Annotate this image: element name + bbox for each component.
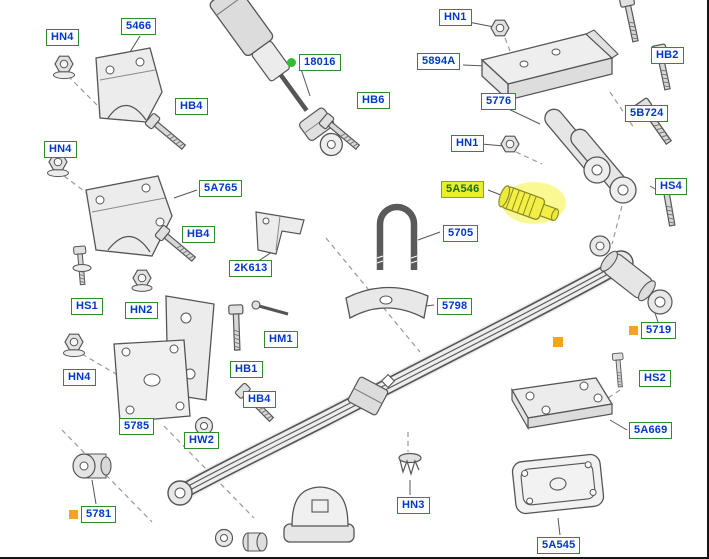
part-label-hn4[interactable]: HN4 [46, 29, 79, 46]
part-label-5776[interactable]: 5776 [481, 93, 517, 110]
part-number-text: 5719 [641, 322, 677, 339]
bump-stop-art [283, 486, 355, 543]
part-label-hb4[interactable]: HB4 [182, 226, 215, 243]
plate-5A545-art [511, 453, 605, 515]
part-number-text: HN4 [63, 369, 96, 386]
orange-square-icon [629, 326, 638, 335]
part-label-hb4[interactable]: HB4 [243, 391, 276, 408]
part-label-5a669[interactable]: 5A669 [629, 422, 673, 439]
part-label-5a765[interactable]: 5A765 [199, 180, 243, 197]
part-number-text: 5785 [119, 418, 155, 435]
part-number-text: HM1 [264, 331, 298, 348]
shackle-5776-art [544, 108, 637, 204]
part-number-text: HN2 [125, 302, 158, 319]
part-number-text: HB4 [175, 98, 208, 115]
part-number-text: HB6 [357, 92, 390, 109]
part-number-text: HB4 [243, 391, 276, 408]
part-label-5a545[interactable]: 5A545 [537, 537, 581, 554]
crossmember-5894A-art [480, 29, 619, 102]
part-label-5781[interactable]: 5781 [69, 506, 117, 523]
part-number-text: 5A765 [199, 180, 243, 197]
orange-square-icon [69, 510, 78, 519]
part-label-5798[interactable]: 5798 [437, 298, 473, 315]
part-label-hn4[interactable]: HN4 [44, 141, 77, 158]
part-label-hw2[interactable]: HW2 [184, 432, 220, 449]
shock-absorber-art [209, 0, 343, 157]
spring-plate-5798-art [345, 286, 429, 320]
part-number-text: HN1 [451, 135, 484, 152]
part-label-hb1[interactable]: HB1 [230, 361, 263, 378]
part-label-5894a[interactable]: 5894A [417, 53, 461, 70]
part-label-hn4[interactable]: HN4 [63, 369, 96, 386]
part-number-text: HB4 [182, 226, 215, 243]
part-label-hs4[interactable]: HS4 [655, 178, 687, 195]
u-bolt-5705-art [376, 203, 418, 270]
bracket-5466-art [95, 47, 163, 123]
part-number-text: HN3 [397, 497, 430, 514]
orange-square-icon [553, 337, 563, 347]
part-number-text: 5705 [443, 225, 479, 242]
part-number-text: 5466 [121, 18, 157, 35]
part-label-5719[interactable]: 5719 [629, 322, 677, 339]
part-number-text: HN4 [46, 29, 79, 46]
part-number-text: HW2 [184, 432, 220, 449]
part-label-hb4[interactable]: HB4 [175, 98, 208, 115]
leader-lines [91, 19, 663, 536]
part-number-text: 5776 [481, 93, 517, 110]
part-number-text: HS1 [71, 298, 103, 315]
part-label-5785[interactable]: 5785 [119, 418, 155, 435]
plate-5A669-art [510, 377, 614, 431]
part-number-text: HS2 [639, 370, 671, 387]
bushing-5781-art [72, 453, 112, 479]
fasteners-art [48, 0, 680, 548]
part-label-hn1[interactable]: HN1 [439, 9, 472, 26]
part-number-text: 18016 [299, 54, 341, 71]
part-number-text: HB2 [651, 47, 684, 64]
part-number-text: HN1 [439, 9, 472, 26]
part-label-hn2[interactable]: HN2 [125, 302, 158, 319]
part-label-hb6[interactable]: HB6 [357, 92, 390, 109]
push-nut-HN3-art [398, 452, 422, 477]
part-label-5705[interactable]: 5705 [443, 225, 479, 242]
part-number-text: 5798 [437, 298, 473, 315]
part-label-hb2[interactable]: HB2 [651, 47, 684, 64]
part-number-text: 5A669 [629, 422, 673, 439]
bracket-5A765-art [85, 175, 173, 257]
part-number-text: HB1 [230, 361, 263, 378]
part-label-hs2[interactable]: HS2 [639, 370, 671, 387]
bushing-5A546-art-highlighted [498, 182, 566, 224]
bushings-5719-art [589, 235, 673, 315]
part-label-5466[interactable]: 5466 [121, 18, 157, 35]
part-number-text: 2K613 [229, 260, 273, 277]
bracket-2K613-art [255, 211, 305, 255]
part-number-text: 5B724 [625, 105, 669, 122]
part-label-hn3[interactable]: HN3 [397, 497, 430, 514]
green-dot-icon [287, 58, 296, 67]
part-number-text: 5894A [417, 53, 461, 70]
part-label-hn1[interactable]: HN1 [451, 135, 484, 152]
part-number-text: 5A546 [441, 181, 485, 198]
part-label-5b724[interactable]: 5B724 [625, 105, 669, 122]
part-number-text: 5781 [81, 506, 117, 523]
part-label-18016[interactable]: 18016 [287, 54, 341, 71]
part-label-2k613[interactable]: 2K613 [229, 260, 273, 277]
pin-HM1-art [251, 300, 289, 316]
part-number-text: HS4 [655, 178, 687, 195]
part-label-5a546[interactable]: 5A546 [441, 181, 485, 198]
part-label-hm1[interactable]: HM1 [264, 331, 298, 348]
part-number-text: 5A545 [537, 537, 581, 554]
part-label-hs1[interactable]: HS1 [71, 298, 103, 315]
front-eye-hardware-art [242, 532, 268, 552]
part-number-text: HN4 [44, 141, 77, 158]
bracket-5785-art [113, 339, 191, 423]
